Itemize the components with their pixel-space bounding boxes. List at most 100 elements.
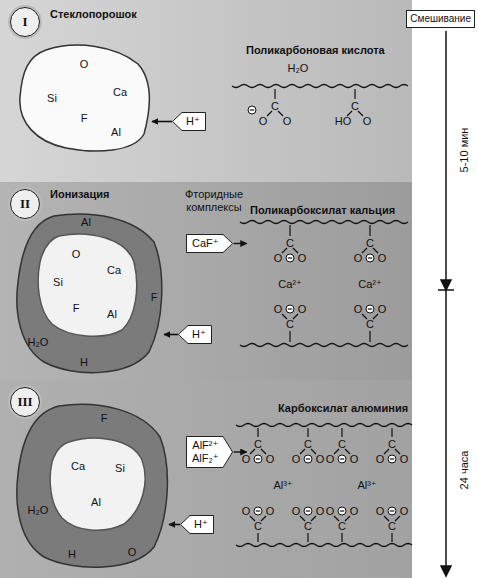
glass-particle: FCaSiH₂OAlHO: [14, 402, 169, 572]
bond: [274, 89, 275, 99]
atom-label: C: [286, 237, 294, 249]
atom-label: O: [242, 453, 251, 465]
element-symbol: Ca: [113, 86, 127, 98]
polymer-chain: [240, 344, 408, 347]
atom-label: O: [242, 505, 251, 517]
polymer-chains: [232, 85, 412, 547]
element-symbol: O: [80, 58, 89, 70]
element-symbol: F: [151, 291, 158, 303]
atom-label: O: [354, 303, 363, 315]
ion-arrow-box: H⁺: [180, 515, 214, 534]
atom-label: C: [304, 438, 312, 450]
ion-label: Ca²⁺: [358, 278, 382, 290]
negative-charge: [286, 305, 294, 313]
atom-label: O: [274, 252, 283, 264]
ion-arrow-box: H⁺: [172, 112, 206, 131]
arrow-box-shape: [181, 516, 214, 534]
ion-text: AlF₂⁺: [192, 452, 219, 465]
ion-label: Al³⁺: [357, 479, 376, 491]
particle-shape: [38, 234, 137, 336]
element-symbol: Ca: [107, 264, 121, 276]
bond: [257, 533, 258, 542]
atom-label: C: [338, 520, 346, 532]
atom-label: O: [283, 115, 292, 127]
atom-label: C: [366, 237, 374, 249]
ion-label: H₂O: [288, 62, 309, 74]
ion-flow-arrow: [152, 121, 172, 123]
negative-charge: [288, 308, 292, 309]
atom-label: O: [259, 115, 268, 127]
atom-label: O: [298, 252, 307, 264]
element-symbol: Al: [111, 126, 121, 138]
atom-label: C: [388, 520, 396, 532]
glass-particle: AlOCaSiFFAlH₂OH: [14, 212, 164, 377]
atom-label: C: [338, 438, 346, 450]
particle-outline: [14, 212, 164, 377]
atom-label: O: [292, 453, 301, 465]
stage-band: СтеклопорошокПоликарбоновая кислотаIOSiC…: [0, 0, 412, 182]
negative-charge: [256, 458, 260, 459]
ion-text: H⁺: [192, 328, 206, 341]
element-symbol: O: [128, 546, 137, 558]
stage-number: I: [10, 7, 40, 37]
stage-heading: Ионизация: [50, 188, 109, 201]
particle-shape: [20, 45, 149, 151]
atom-label: C: [388, 438, 396, 450]
atom-label: O: [376, 505, 385, 517]
atom-label: O: [298, 303, 307, 315]
negative-charge: [388, 455, 396, 463]
atom-label: O: [266, 453, 275, 465]
atom-label: C: [254, 438, 262, 450]
particle-shape: [17, 404, 168, 567]
ion-label: Ca²⁺: [278, 278, 302, 290]
bond: [369, 331, 370, 342]
negative-charge: [390, 458, 394, 459]
complex-arrow-box: CaF⁺: [186, 234, 233, 253]
polymer-chain: [236, 544, 412, 547]
element-symbol: F: [73, 302, 80, 314]
arrow-box-shape: [179, 326, 212, 344]
bond: [341, 533, 342, 542]
element-symbol: Ca: [71, 460, 85, 472]
negative-charge: [390, 510, 394, 511]
glass-particle: OSiCaFAl: [16, 42, 152, 154]
stage-number: II: [10, 189, 40, 219]
atom-label: C: [351, 100, 359, 112]
time-arrowhead: [441, 280, 451, 290]
negative-charge: [338, 455, 346, 463]
atom-label: O: [400, 453, 409, 465]
roman-numeral: II: [20, 196, 30, 212]
ion-text: CaF⁺: [192, 237, 219, 250]
atom-label: C: [254, 520, 262, 532]
negative-charge: [288, 257, 292, 258]
roman-numeral: I: [22, 14, 27, 30]
stage-band: Карбоксилат алюминияIIIFCaSiH₂OAlHOAlF²⁺…: [0, 380, 412, 578]
particle-shape: [50, 438, 145, 530]
atom-label: O: [363, 115, 372, 127]
bond: [289, 225, 290, 236]
arrow-box-shape: [187, 235, 233, 253]
bond: [289, 331, 290, 342]
ion-text: Смешивание: [410, 13, 471, 25]
polymer-chain: [236, 424, 412, 427]
element-symbol: H: [68, 548, 76, 560]
bond: [391, 428, 392, 437]
element-symbol: H₂O: [28, 336, 49, 348]
release-arrow: [234, 451, 247, 452]
atom-label: O: [350, 505, 359, 517]
ion-text: AlF²⁺: [192, 439, 219, 452]
arrow-box-shape: [187, 437, 233, 468]
atom-label: O: [350, 453, 359, 465]
stage-heading: Поликарбоновая кислота: [246, 44, 385, 57]
bond: [354, 89, 355, 99]
ion-label: Al³⁺: [273, 479, 292, 491]
stage-heading: Фторидные комплексы: [176, 188, 252, 214]
negative-charge: [368, 257, 372, 258]
start-box: Смешивание: [406, 10, 475, 28]
time-label: 5-10 мин: [458, 128, 470, 173]
element-symbol: Si: [47, 92, 57, 104]
bond: [257, 428, 258, 437]
negative-charge: [306, 510, 310, 511]
element-symbol: H: [80, 356, 88, 368]
